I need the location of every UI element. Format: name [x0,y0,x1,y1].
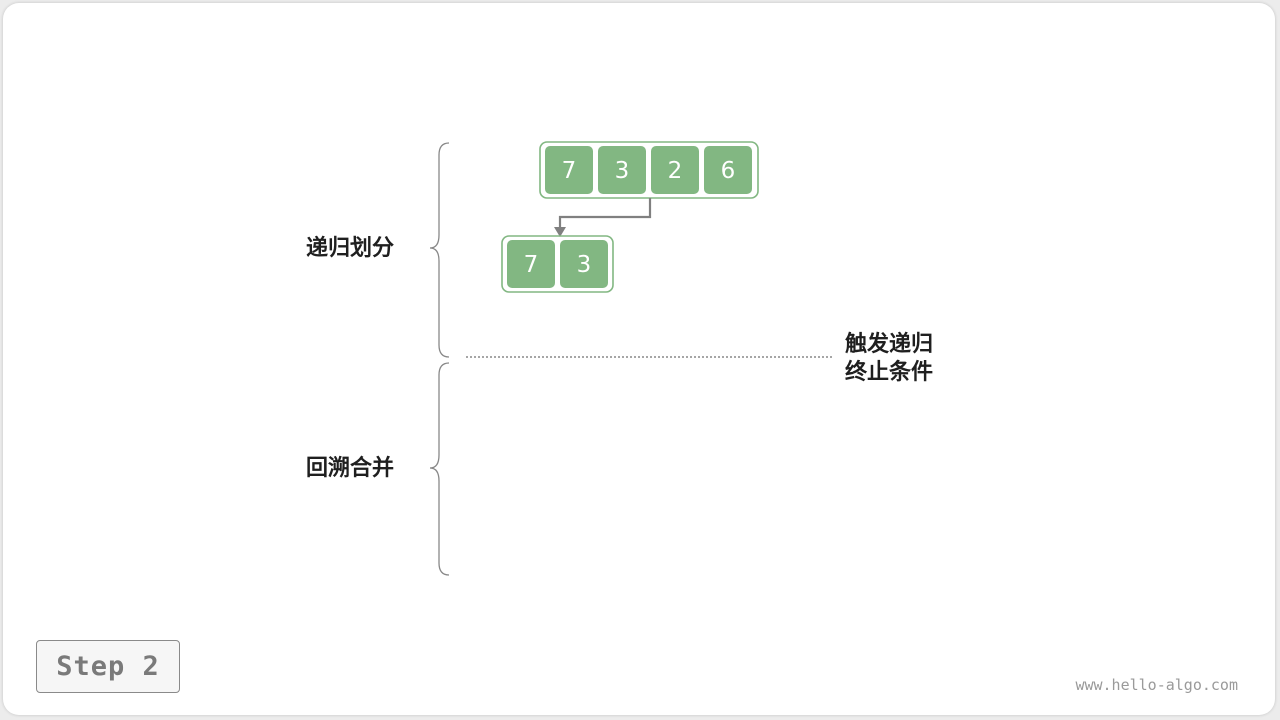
top-array: 7 3 2 6 [545,146,752,194]
left-half-array-cell [560,240,608,288]
top-array-cell [545,146,593,194]
top-array-cell [598,146,646,194]
step-label: Step 2 [56,651,160,682]
left-half-array-cell [507,240,555,288]
split-arrow [558,198,652,229]
split-arrow-head [554,227,566,237]
divide-label: 递归划分 [306,235,394,261]
top-array-cell-value: 6 [721,158,736,184]
top-array-cell-value: 7 [562,158,577,184]
merge-label: 回溯合并 [306,455,394,481]
step-indicator: Step 2 [36,640,180,693]
left-half-array-outline [501,235,614,293]
divide-brace [429,142,450,358]
site-watermark: www.hello-algo.com [1075,676,1238,694]
top-array-cell-value: 3 [615,158,630,184]
top-array-cell-value: 2 [668,158,683,184]
trigger-label-line2: 终止条件 [845,359,933,385]
left-half-array-cell-value: 3 [577,252,592,278]
top-array-cell [704,146,752,194]
trigger-label-line1: 触发递归 [845,331,933,357]
left-half-array-cell-value: 7 [524,252,539,278]
merge-brace [429,362,450,576]
top-array-cell [651,146,699,194]
